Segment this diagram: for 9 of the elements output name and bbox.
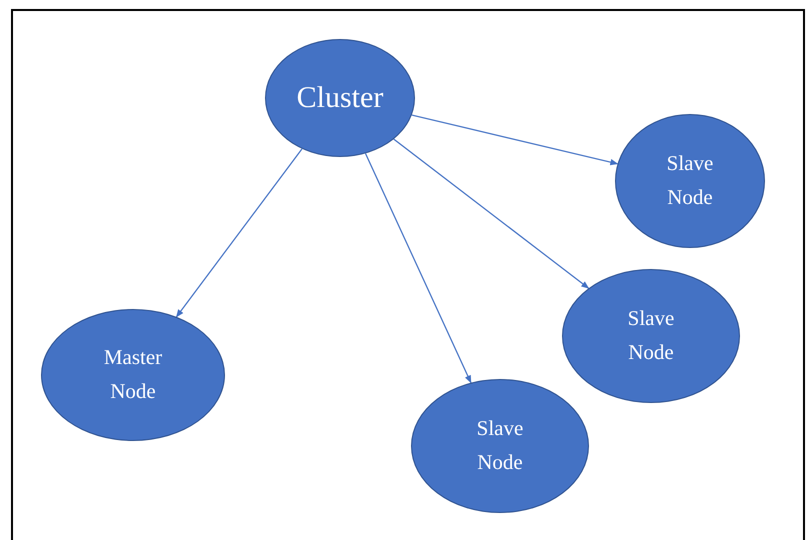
node-label: Slave Node	[626, 305, 676, 366]
arrow	[393, 138, 590, 289]
node-label: Slave Node	[476, 415, 524, 476]
arrow	[176, 148, 302, 318]
arrow	[412, 114, 618, 166]
node-label: Master Node	[102, 344, 164, 405]
arrow	[364, 153, 472, 384]
node-label: Cluster	[296, 80, 384, 116]
node-label: Slave Node	[666, 150, 714, 211]
